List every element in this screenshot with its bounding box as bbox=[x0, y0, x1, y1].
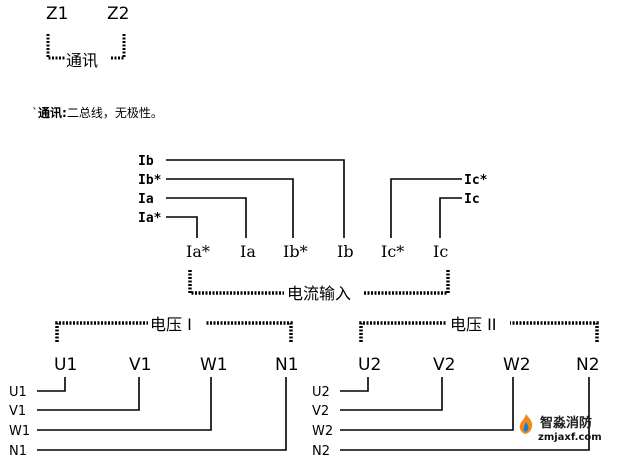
terminal-v2: V2 bbox=[433, 355, 455, 375]
wire-w2 bbox=[340, 377, 514, 431]
current-bracket-right bbox=[364, 270, 450, 295]
wire-ia bbox=[166, 197, 247, 238]
terminal-ib: Ib bbox=[337, 242, 354, 261]
terminal-ib-star: Ib* bbox=[283, 242, 308, 261]
wire-label-ia-star: Ia* bbox=[138, 211, 162, 226]
wire-label-u1: U1 bbox=[9, 385, 27, 400]
wire-v2 bbox=[340, 377, 443, 411]
terminal-ia-star: Ia* bbox=[186, 242, 210, 261]
wire-u2 bbox=[340, 377, 369, 392]
terminal-z1: Z1 bbox=[46, 4, 68, 24]
terminal-u1: U1 bbox=[54, 355, 77, 375]
wire-ic bbox=[439, 197, 462, 238]
wire-label-v1: V1 bbox=[9, 404, 26, 419]
wire-label-ib-star: Ib* bbox=[138, 173, 162, 188]
wire-ib bbox=[166, 159, 345, 238]
voltage1-block: 电压 I U1 V1 W1 N1 U1 V1 W1 N1 bbox=[9, 315, 299, 459]
terminal-ic-star: Ic* bbox=[381, 242, 404, 261]
voltage1-bracket-left bbox=[55, 321, 148, 342]
watermark-url: zmjaxf.com bbox=[538, 432, 602, 443]
wire-label-n2: N2 bbox=[312, 444, 330, 459]
wire-v1 bbox=[37, 377, 140, 411]
comm-block: Z1 Z2 通讯 bbox=[46, 4, 129, 70]
terminal-z2: Z2 bbox=[107, 4, 129, 24]
wire-ia-star bbox=[166, 216, 198, 238]
terminal-ia: Ia bbox=[240, 242, 256, 261]
current-bracket-left bbox=[188, 270, 284, 295]
watermark-name: 智淼消防 bbox=[540, 416, 593, 431]
comm-note: `通讯:二总线，无极性。 bbox=[32, 104, 163, 121]
comm-bracket-left bbox=[46, 34, 66, 60]
voltage2-bracket-right bbox=[510, 321, 599, 342]
voltage2-bracket-left bbox=[359, 321, 447, 342]
wire-ic-star bbox=[390, 178, 462, 238]
note-bold-label: 通讯: bbox=[38, 106, 67, 120]
wire-label-w2: W2 bbox=[312, 424, 333, 439]
terminal-w1: W1 bbox=[200, 355, 228, 375]
watermark: 智淼消防 zmjaxf.com bbox=[514, 410, 624, 456]
voltage2-block: 电压 II U2 V2 W2 N2 U2 V2 W2 N2 bbox=[312, 315, 600, 459]
wire-label-n1: N1 bbox=[9, 444, 27, 459]
wire-label-v2: V2 bbox=[312, 404, 329, 419]
comm-label: 通讯 bbox=[66, 51, 98, 70]
wire-label-w1: W1 bbox=[9, 424, 30, 439]
voltage1-title: 电压 I bbox=[150, 315, 192, 334]
terminal-n2: N2 bbox=[576, 355, 600, 375]
voltage1-bracket-right bbox=[206, 321, 293, 342]
terminal-v1: V1 bbox=[129, 355, 151, 375]
current-input-title: 电流输入 bbox=[287, 284, 351, 303]
comm-bracket-right bbox=[110, 34, 126, 60]
wire-label-u2: U2 bbox=[312, 385, 330, 400]
terminal-w2: W2 bbox=[503, 355, 531, 375]
terminal-u2: U2 bbox=[358, 355, 381, 375]
wire-w1 bbox=[37, 377, 212, 431]
wire-u1 bbox=[37, 377, 66, 392]
terminal-n1: N1 bbox=[275, 355, 299, 375]
note-text: 二总线，无极性。 bbox=[66, 106, 163, 120]
wire-label-ic: Ic bbox=[464, 192, 480, 207]
terminal-ic: Ic bbox=[433, 242, 448, 261]
wire-ib-star bbox=[166, 178, 294, 238]
wire-n2 bbox=[340, 377, 590, 451]
wire-label-ic-star: Ic* bbox=[464, 173, 488, 188]
current-input-block: Ib Ib* Ia Ia* Ic* Ic Ia* Ia Ib* Ib Ic* I… bbox=[138, 154, 488, 303]
flame-logo-icon bbox=[519, 414, 533, 434]
voltage2-title: 电压 II bbox=[450, 315, 497, 334]
wire-label-ib: Ib bbox=[138, 154, 154, 169]
wire-label-ia: Ia bbox=[138, 192, 154, 207]
wire-n1 bbox=[37, 377, 287, 451]
note-prefix: ` bbox=[32, 106, 38, 120]
